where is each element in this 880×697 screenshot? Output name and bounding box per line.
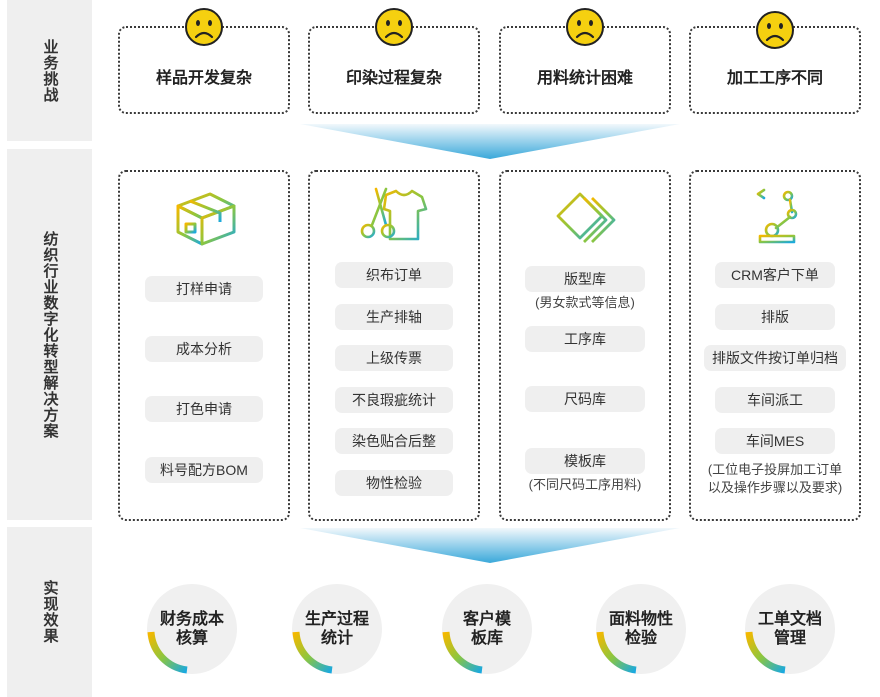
- solution-item: 工序库: [525, 326, 645, 352]
- solution-item: 染色贴合后整: [335, 428, 453, 454]
- result-label-line1: 面料物性: [608, 611, 673, 628]
- solution-item: 不良瑕疵统计: [335, 387, 453, 413]
- solution-item: 料号配方BOM: [145, 457, 263, 483]
- solution-card-3: [499, 170, 671, 521]
- result-item: 财务成本核算: [147, 584, 237, 674]
- sidebar-results-label: 实现效果: [41, 580, 59, 644]
- solution-card-4: [689, 170, 861, 521]
- solution-item: 生产排轴: [335, 304, 453, 330]
- box-icon: [176, 192, 236, 246]
- solution-item: 尺码库: [525, 386, 645, 412]
- robot-arm-icon: [756, 188, 798, 244]
- solution-item: CRM客户下单: [715, 262, 835, 288]
- challenge-title: 加工工序不同: [726, 70, 823, 87]
- layers-icon: [556, 192, 616, 243]
- result-label-line1: 客户模: [462, 611, 511, 628]
- result-item: 生产过程统计: [292, 584, 382, 674]
- result-item: 面料物性检验: [596, 584, 686, 674]
- solution-item: 织布订单: [335, 262, 453, 288]
- solution-item: 物性检验: [335, 470, 453, 496]
- sidebar-challenges-label: 业务挑战: [41, 38, 59, 103]
- result-label-line2: 管理: [773, 630, 806, 647]
- solution-item: 车间派工: [715, 387, 835, 413]
- sidebar-solution-label: 纺织行业数字化转型解决方案: [41, 230, 59, 439]
- funnel-arrow-top: [300, 124, 680, 159]
- result-label-line1: 工单文档: [757, 611, 822, 628]
- result-item: 工单文档管理: [745, 584, 835, 674]
- challenge-title: 用料统计困难: [536, 70, 633, 87]
- challenge-title: 样品开发复杂: [155, 70, 252, 87]
- progress-arc-icon: [442, 631, 483, 674]
- sad-face-icon: [375, 8, 413, 46]
- solution-note: 以及操作步骤以及要求): [707, 480, 843, 495]
- result-label-line2: 核算: [175, 630, 208, 647]
- progress-arc-icon: [292, 631, 333, 674]
- solution-item: 上级传票: [335, 345, 453, 371]
- result-label-line1: 财务成本: [159, 611, 224, 628]
- solution-item: 车间MES: [715, 428, 835, 454]
- solution-card-2: [308, 170, 480, 521]
- funnel-arrow-bottom: [300, 528, 680, 563]
- solution-note: (不同尺码工序用料): [528, 477, 642, 492]
- solution-note: (男女款式等信息): [535, 295, 635, 310]
- solution-item: 成本分析: [145, 336, 263, 362]
- solution-item: 版型库: [525, 266, 645, 292]
- solution-card-1: [118, 170, 290, 521]
- solution-item: 排版文件按订单归档: [704, 345, 846, 371]
- solution-item: 打色申请: [145, 396, 263, 422]
- challenge-title: 印染过程复杂: [345, 70, 442, 87]
- progress-arc-icon: [745, 631, 786, 674]
- result-item: 客户模板库: [442, 584, 532, 674]
- sidebar-solution: 纺织行业数字化转型解决方案: [7, 149, 92, 520]
- progress-arc-icon: [596, 631, 637, 674]
- sidebar-results: 实现效果: [7, 527, 92, 697]
- sad-face-icon: [566, 8, 604, 46]
- result-label-line1: 生产过程: [304, 611, 369, 628]
- scissors-shirt-icon: [360, 187, 428, 241]
- solution-note: (工位电子投屏加工订单: [707, 462, 843, 477]
- result-label-line2: 检验: [624, 630, 657, 647]
- progress-arc-icon: [147, 631, 188, 674]
- solution-item: 打样申请: [145, 276, 263, 302]
- result-label-line2: 统计: [320, 630, 353, 647]
- sad-face-icon: [756, 11, 794, 49]
- sad-face-icon: [185, 8, 223, 46]
- solution-item: 模板库: [525, 448, 645, 474]
- solution-item: 排版: [715, 304, 835, 330]
- result-label-line2: 板库: [470, 630, 503, 647]
- sidebar-challenges: 业务挑战: [7, 0, 92, 141]
